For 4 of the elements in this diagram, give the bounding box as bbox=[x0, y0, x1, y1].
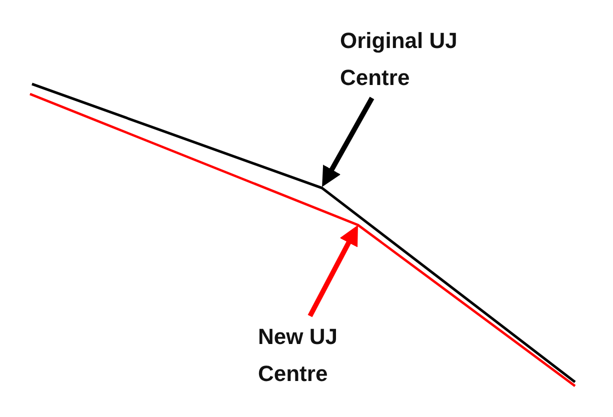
callout-label: New UJ Centre bbox=[258, 318, 358, 392]
leader-arrow bbox=[322, 96, 374, 187]
callout-label: Original UJ Centre bbox=[340, 22, 470, 96]
leader-arrow bbox=[308, 224, 358, 318]
